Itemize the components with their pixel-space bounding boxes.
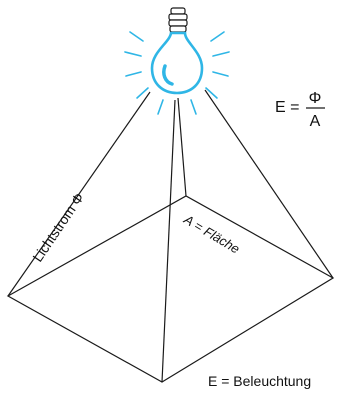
formula-numerator: Φ [309, 90, 322, 107]
formula-lhs: E = [275, 99, 299, 116]
bulb-glass [152, 33, 202, 93]
light-bulb-icon [125, 8, 229, 114]
bulb-base [169, 8, 187, 32]
formula-denominator: A [310, 113, 321, 130]
cone-edge-back [178, 98, 186, 196]
illuminance-formula: E = Φ A [275, 90, 325, 130]
area-label: A = Fläche [181, 211, 243, 256]
luminous-flux-label: Lichtstrom Φ [29, 190, 87, 265]
illuminance-label: E = Beleuchtung [208, 373, 311, 389]
cone-edge-front [162, 100, 175, 382]
